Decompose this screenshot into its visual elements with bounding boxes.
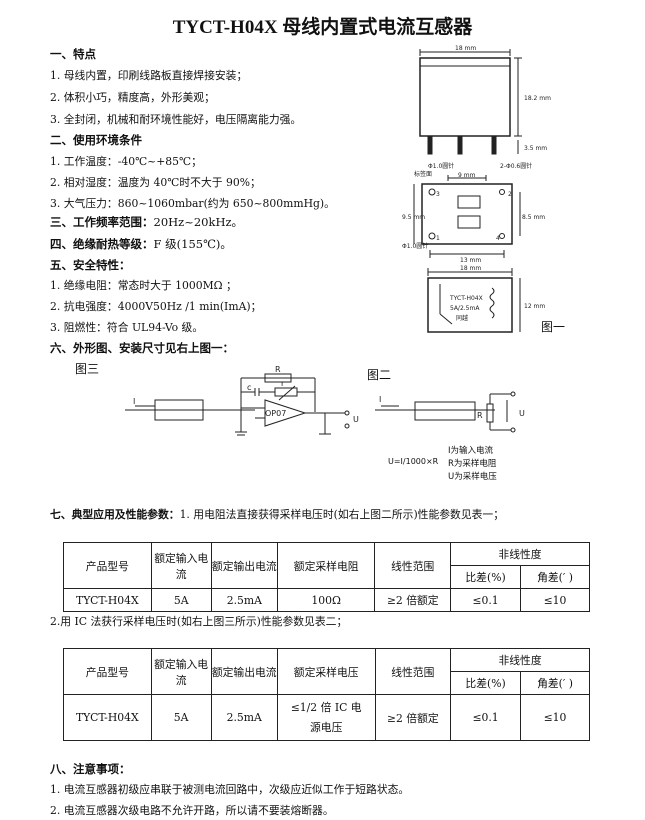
list-item: 1. 绝缘电阻：常态时大于 1000MΩ ； <box>50 279 237 292</box>
fig3-output-label: U <box>353 415 359 424</box>
fig3-cap-label: c <box>247 383 251 392</box>
table-header: 产品型号 <box>63 648 152 695</box>
table-2-caption: 2.用 IC 法获行采样电压时(如右上图三所示)性能参数见表二； <box>50 615 348 628</box>
table-cell: 2.5mA <box>210 588 278 612</box>
section-7: 七、典型应用及性能参数：1. 用电阻法直接获得采样电压时(如右上图二所示)性能参… <box>50 508 505 521</box>
table-header: 产品型号 <box>63 542 152 589</box>
fig3-resistor-label: R <box>275 365 281 374</box>
fig2-legend: I为输入电流 R为采样电阻 U为采样电压 <box>448 445 497 484</box>
chip-brand: 同越 <box>456 314 468 322</box>
page-title: TYCT-H04X 母线内置式电流互感器 <box>172 17 473 38</box>
section-heading: 二、使用环境条件 <box>50 133 142 147</box>
section-heading-insulation: 四、绝缘耐热等级：F 级(155℃)。 <box>50 237 232 251</box>
table-header: 额定输入电流 <box>150 648 212 695</box>
figure-3-circuit: I R c r OP07 U <box>125 365 359 436</box>
list-item: 3. 全封闭，机械和耐环境性能好，电压隔离能力强。 <box>50 113 302 126</box>
hole-note-1: Φ1.0圆针 <box>428 162 454 170</box>
list-item: 2. 体积小巧，精度高，外形美观； <box>50 91 215 104</box>
fig2-current-label: I <box>379 395 381 404</box>
table-header: 线性范围 <box>374 648 452 695</box>
table-row: TYCT-H04X 5A 2.5mA 100Ω ≥2 倍额定 ≤0.1 ≤10 <box>63 588 590 612</box>
dim-12: 12 mm <box>524 303 545 310</box>
dim-13: 13 mm <box>460 257 481 264</box>
hole-note-3: Φ1.0圆针 <box>402 242 428 250</box>
table-header: 非线性度 <box>450 648 590 672</box>
dim-8-5: 8.5 mm <box>522 214 545 221</box>
table-header: 额定输出电流 <box>210 648 278 695</box>
dim-9-5: 9.5 mm <box>402 214 425 221</box>
table-cell: ≤0.1 <box>450 694 522 741</box>
pin-1: 1 <box>436 235 440 242</box>
table-cell: ≤1/2 倍 IC 电源电压 <box>276 694 376 741</box>
list-item: 1. 电流互感器初级应串联于被测电流回路中，次级应近似工作于短路状态。 <box>50 783 410 796</box>
table-cell: ≤0.1 <box>450 588 522 612</box>
table-header: 额定输入电流 <box>150 542 212 589</box>
dim-pin-spacing: 9 mm <box>458 172 476 179</box>
dim-width-side: 18 mm <box>455 45 476 52</box>
figure-2-circuit: I R U <box>375 391 525 433</box>
table-header: 比差(%) <box>450 565 522 589</box>
table-cell: 2.5mA <box>210 694 278 741</box>
table-cell: ≤10 <box>520 694 590 741</box>
hole-note-2: 2-Φ0.6圆针 <box>500 162 532 170</box>
table-header: 比差(%) <box>450 671 522 695</box>
pin-2: 2 <box>508 191 512 198</box>
table-cell: TYCT-H04X <box>63 694 152 741</box>
list-item: 2. 电流互感器次级电路不允许开路，所以请不要装熔断器。 <box>50 804 334 817</box>
figure-2-label: 图二 <box>367 368 392 382</box>
section-heading: 六、外形图、安装尺寸见右上图一： <box>50 341 234 355</box>
table-header: 线性范围 <box>374 542 452 589</box>
pin-4: 4 <box>496 235 500 242</box>
list-item: 1. 工作温度：-40℃~+85℃； <box>50 155 202 168</box>
list-item: 3. 大气压力：860~1060mbar(约为 650~800mmHg)。 <box>50 197 335 210</box>
section-heading-freq: 三、工作频率范围：20Hz~20kHz。 <box>50 215 244 229</box>
legend-item: I为输入电流 <box>448 446 494 456</box>
fig3-r-label: r <box>281 379 285 388</box>
table-cell: ≥2 倍额定 <box>374 588 452 612</box>
table-cell: 100Ω <box>276 588 376 612</box>
chip-rating: 5A/2.5mA <box>450 305 480 312</box>
table-header: 额定输出电流 <box>210 542 278 589</box>
fig2-resistor-label: R <box>477 411 483 420</box>
list-item: 1. 母线内置，印刷线路板直接焊接安装； <box>50 69 248 82</box>
figure-1-drawing: 18 mm 18.2 mm 3.5 mm Φ1.0圆针 2-Φ0.6圆针 标签面… <box>402 45 551 333</box>
dim-height-side: 18.2 mm <box>524 95 551 102</box>
list-item: 2. 相对湿度：温度为 40℃时不大于 90%； <box>50 176 261 189</box>
fig2-output-label: U <box>519 409 525 418</box>
table-header: 额定采样电阻 <box>276 542 376 589</box>
table-header: 角差(′ ) <box>520 671 590 695</box>
table-cell: 5A <box>150 588 212 612</box>
legend-item: U为采样电压 <box>448 472 497 482</box>
dim-width-bottom: 18 mm <box>460 265 481 272</box>
figure-1-label: 图一 <box>541 320 566 334</box>
table-header: 角差(′ ) <box>520 565 590 589</box>
table-header: 非线性度 <box>450 542 590 566</box>
list-item: 3. 阻燃性：符合 UL94-Vo 级。 <box>50 321 204 334</box>
opamp-label: OP07 <box>265 409 286 418</box>
section-heading: 五、安全特性： <box>50 258 131 272</box>
table-cell: ≥2 倍额定 <box>374 694 452 741</box>
dim-pin-height: 3.5 mm <box>524 145 547 152</box>
pin-3: 3 <box>436 191 440 198</box>
list-item: 2. 抗电强度：4000V50Hz /1 min(ImA)； <box>50 300 262 313</box>
formula: U=I/1000×R <box>388 457 439 466</box>
table-cell: ≤10 <box>520 588 590 612</box>
fig3-current-label: I <box>133 397 135 406</box>
table-cell: 5A <box>150 694 212 741</box>
section-heading: 一、特点 <box>50 47 96 61</box>
section-heading: 八、注意事项： <box>50 762 131 776</box>
table-header: 额定采样电压 <box>276 648 376 695</box>
table-row: TYCT-H04X 5A 2.5mA ≤1/2 倍 IC 电源电压 ≥2 倍额定… <box>63 694 590 741</box>
legend-item: R为采样电阻 <box>448 459 497 469</box>
table-1: 产品型号 额定输入电流 额定输出电流 额定采样电阻 线性范围 非线性度 比差(%… <box>63 542 590 612</box>
chip-model: TYCT-H04X <box>449 295 483 302</box>
figure-3-label: 图三 <box>75 362 100 376</box>
table-2: 产品型号 额定输入电流 额定输出电流 额定采样电压 线性范围 非线性度 比差(%… <box>63 648 590 741</box>
table-cell: TYCT-H04X <box>63 588 152 612</box>
label-face-note: 标签面 <box>414 170 432 178</box>
